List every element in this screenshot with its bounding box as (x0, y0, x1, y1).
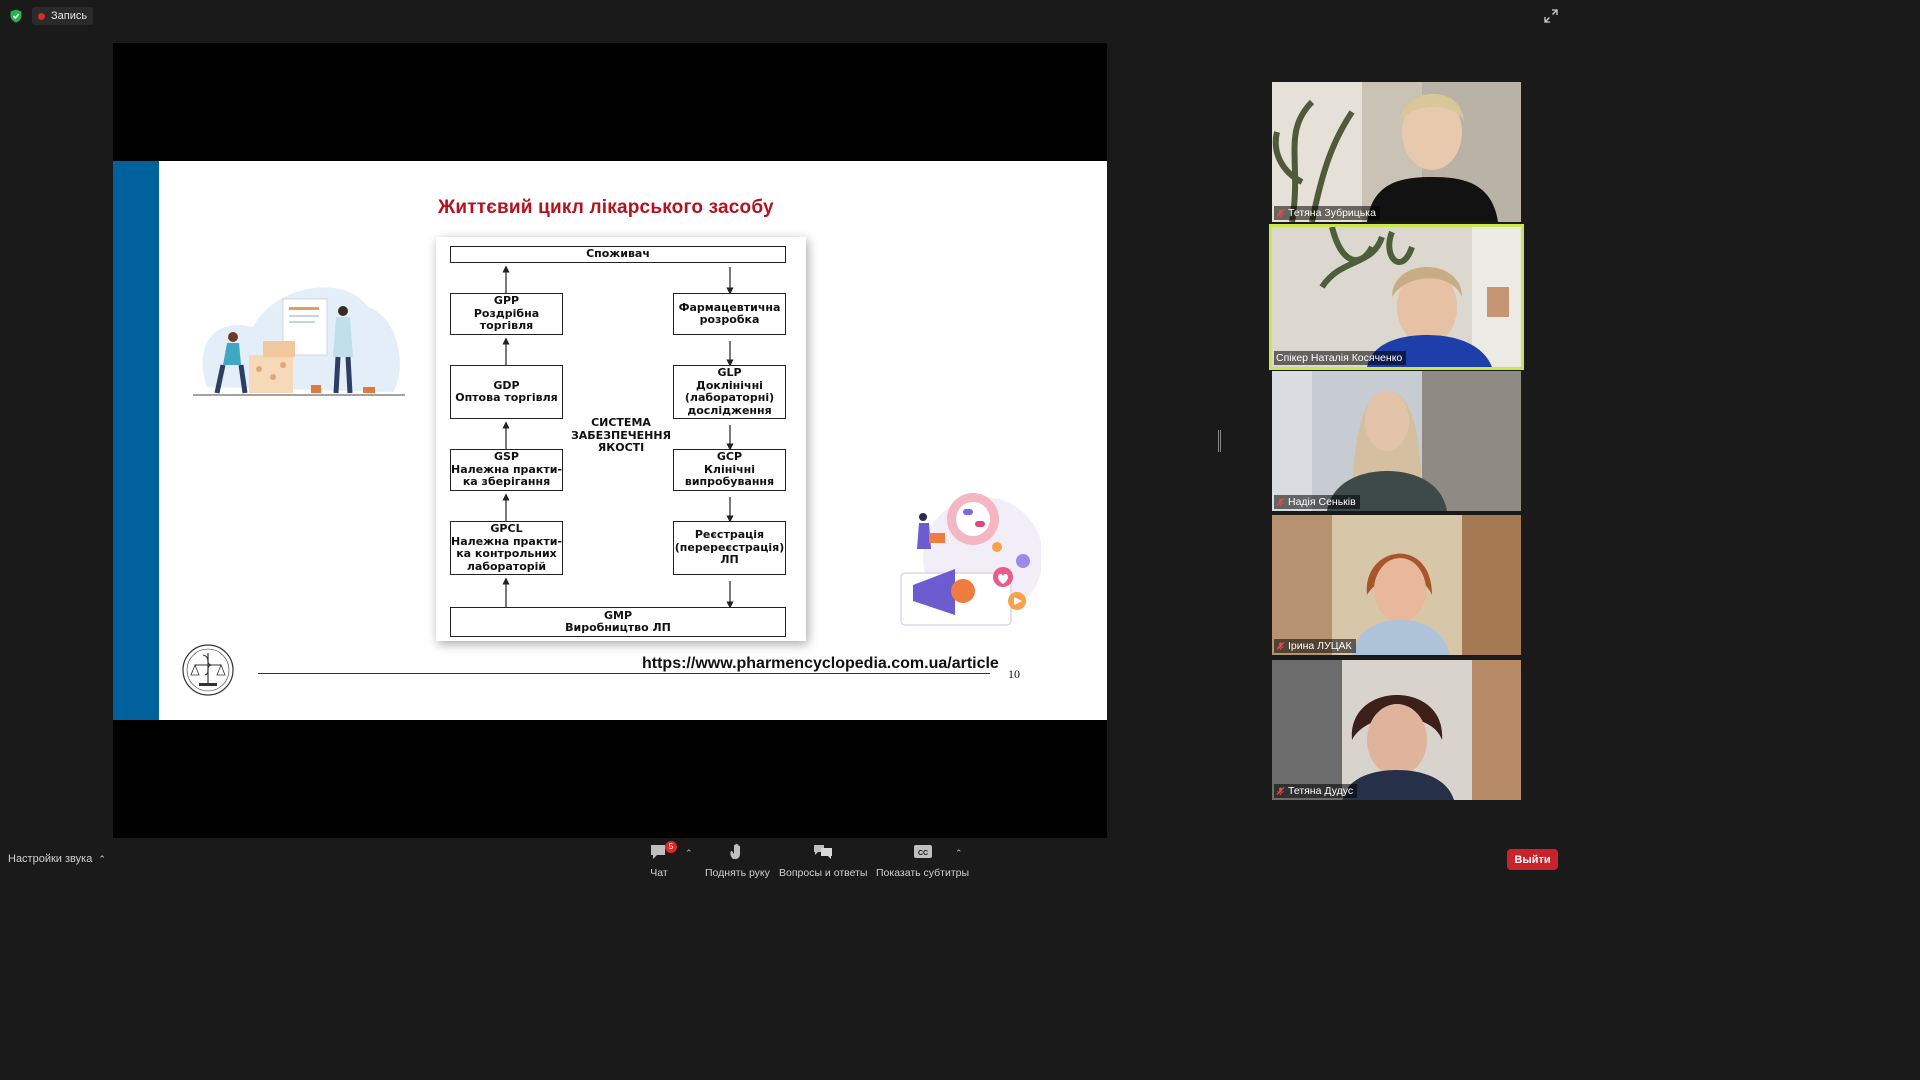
meeting-toolbar: Настройки звука ⌃ Чат 5 ⌃ Поднять руку В… (0, 838, 1568, 882)
chevron-up-icon[interactable]: ⌃ (685, 848, 693, 858)
top-bar: Запись (0, 0, 1568, 32)
slide-footer-line (258, 673, 990, 674)
participant-name-tag: Тетяна Зубрицька (1274, 206, 1380, 220)
diagram-box-consumer: Споживач (450, 246, 786, 263)
diagram-center-label: СИСТЕМА ЗАБЕЗПЕЧЕННЯ ЯКОСТІ (570, 416, 672, 454)
marketing-illustration (900, 493, 1041, 626)
chat-unread-badge: 5 (665, 841, 677, 853)
participant-video (1272, 371, 1521, 511)
participant-name-tag: Надія Сеньків (1274, 495, 1360, 509)
participant-tile-1[interactable]: Тетяна Зубрицька (1272, 82, 1521, 222)
closed-captions-icon: CC (913, 845, 932, 858)
raise-hand-button[interactable]: Поднять руку (705, 843, 770, 879)
chat-label: Чат (650, 867, 668, 879)
participant-video (1272, 227, 1521, 367)
shield-check-icon[interactable] (9, 9, 23, 23)
recording-indicator[interactable]: Запись (32, 7, 94, 25)
panel-resize-handle[interactable] (1218, 430, 1221, 452)
slide-title: Життєвий цикл лікарського засобу (438, 197, 774, 218)
audio-settings-button[interactable]: Настройки звука ⌃ (8, 853, 106, 865)
mic-muted-icon (1276, 642, 1285, 651)
participant-tile-2-active-speaker[interactable]: Спікер Наталія Косяченко (1269, 224, 1524, 370)
qa-button[interactable]: Вопросы и ответы (779, 843, 867, 879)
mic-muted-icon (1276, 498, 1285, 507)
audio-settings-label: Настройки звука (8, 853, 93, 865)
captions-button[interactable]: CC Показать субтитры (876, 843, 969, 879)
slide-accent-strip (113, 161, 159, 720)
participant-name-tag: Ірина ЛУЦАК (1274, 639, 1356, 653)
institution-logo (182, 644, 234, 696)
raise-hand-icon (730, 843, 741, 859)
participant-name-tag: Тетяна Дудус (1274, 784, 1358, 798)
participant-video (1272, 82, 1521, 222)
diagram-box-registration: Реєстрація(перереєстрація)ЛП (673, 521, 786, 575)
pharmacy-illustration (193, 287, 405, 396)
chat-button[interactable]: Чат (649, 843, 669, 879)
expand-icon[interactable] (1544, 9, 1558, 23)
diagram-arrows (502, 265, 734, 609)
participant-tile-5[interactable]: Тетяна Дудус (1272, 660, 1521, 800)
leave-meeting-button[interactable]: Выйти (1507, 849, 1558, 870)
presentation-slide: Життєвий цикл лікарського засобу Спожива… (113, 161, 1107, 720)
mic-muted-icon (1276, 209, 1285, 218)
captions-label: Показать субтитры (876, 867, 970, 879)
recording-dot-icon (38, 12, 45, 20)
recording-label: Запись (51, 10, 88, 22)
participant-tile-4[interactable]: Ірина ЛУЦАК (1272, 515, 1521, 655)
raise-hand-label: Поднять руку (705, 867, 770, 879)
participant-name-tag: Спікер Наталія Косяченко (1274, 351, 1407, 365)
qa-label: Вопросы и ответы (779, 867, 868, 879)
chat-icon (651, 845, 665, 859)
qa-icon (814, 845, 833, 859)
participant-video (1272, 660, 1521, 800)
chevron-up-icon[interactable]: ⌃ (955, 848, 963, 858)
participant-tile-3[interactable]: Надія Сеньків (1272, 371, 1521, 511)
slide-page-number: 10 (1008, 667, 1020, 681)
chevron-up-icon: ⌃ (98, 853, 106, 864)
slide-source-url: https://www.pharmencyclopedia.com.ua/art… (642, 655, 999, 672)
svg-text:CC: CC (917, 850, 927, 857)
mic-muted-icon (1276, 787, 1285, 796)
participant-video (1272, 515, 1521, 655)
